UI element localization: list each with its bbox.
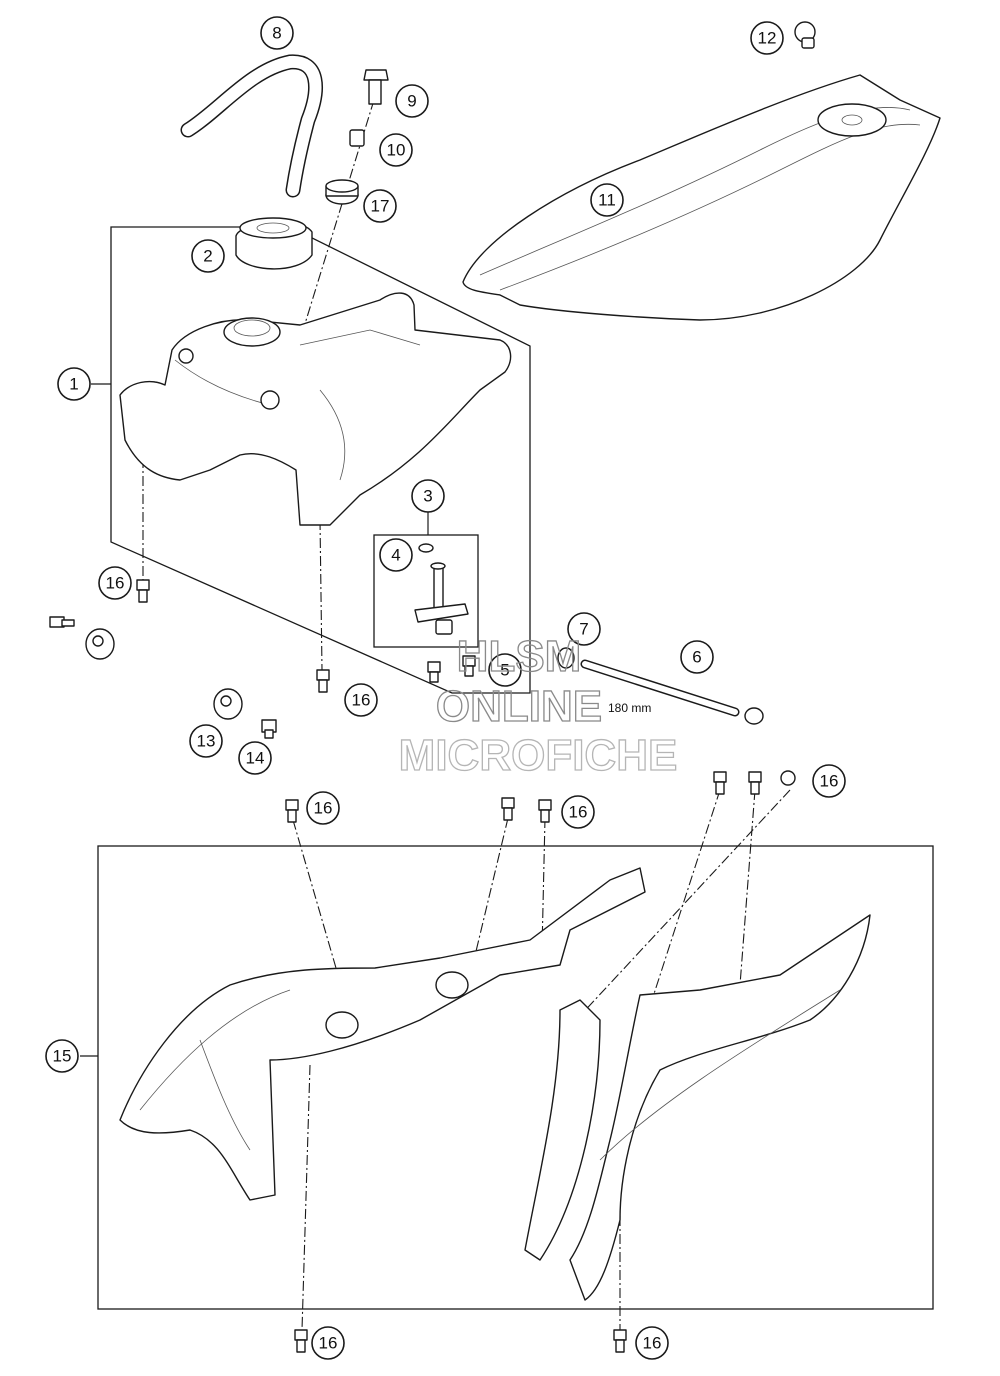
svg-text:16: 16: [106, 574, 125, 593]
svg-text:2: 2: [203, 247, 212, 266]
callout-10: 10: [379, 133, 413, 167]
svg-text:16: 16: [314, 799, 333, 818]
tank-fixings: [49, 616, 476, 739]
side-cover-assembly-frame: [97, 845, 934, 1310]
right-side-cover: [524, 914, 871, 1301]
callout-12: 12: [750, 21, 784, 55]
svg-text:4: 4: [391, 546, 400, 565]
svg-text:3: 3: [423, 487, 432, 506]
callout-16-b: 16: [344, 683, 378, 717]
callout-16-d: 16: [561, 795, 595, 829]
svg-text:16: 16: [643, 1334, 662, 1353]
callout-11: 11: [590, 183, 624, 217]
callout-7: 7: [567, 612, 601, 646]
hose-length-label: 180 mm: [608, 701, 651, 715]
svg-text:7: 7: [579, 620, 588, 639]
fuel-cap: [235, 217, 313, 270]
callout-5: 5: [488, 653, 522, 687]
callout-13: 13: [189, 724, 223, 758]
seat-fastener: [794, 21, 816, 49]
svg-text:5: 5: [500, 661, 509, 680]
svg-text:17: 17: [371, 197, 390, 216]
watermark: HLSM ONLINE MICROFICHE: [398, 631, 678, 780]
callout-17: 17: [363, 189, 397, 223]
callout-16-g: 16: [635, 1326, 669, 1360]
callout-16-e: 16: [812, 764, 846, 798]
svg-text:HLSM: HLSM: [457, 632, 582, 681]
tank-mount-hardware: [325, 69, 389, 205]
svg-text:16: 16: [319, 1334, 338, 1353]
assembly-lines: [142, 99, 791, 1331]
svg-text:6: 6: [692, 648, 701, 667]
svg-text:9: 9: [407, 92, 416, 111]
callout-3: 3: [411, 479, 445, 513]
callout-16-c: 16: [306, 791, 340, 825]
svg-text:16: 16: [820, 772, 839, 791]
left-side-cover: [119, 867, 646, 1201]
callout-6: 6: [680, 640, 714, 674]
svg-text:8: 8: [272, 24, 281, 43]
seat: [462, 74, 941, 321]
callout-16-f: 16: [311, 1326, 345, 1360]
callout-15: 15: [45, 1039, 79, 1073]
fuel-tap-assembly-frame: [373, 534, 479, 648]
fuel-tap: [414, 543, 469, 635]
svg-text:16: 16: [569, 803, 588, 822]
fuel-hose: 180 mm: [557, 647, 764, 725]
callout-9: 9: [395, 84, 429, 118]
svg-text:ONLINE: ONLINE: [436, 682, 602, 731]
callout-1: 1: [57, 367, 91, 401]
svg-text:11: 11: [598, 191, 616, 210]
svg-text:13: 13: [197, 732, 216, 751]
fuel-tank: [119, 292, 512, 526]
svg-text:16: 16: [352, 691, 371, 710]
svg-text:12: 12: [758, 29, 777, 48]
callout-2: 2: [191, 239, 225, 273]
svg-text:MICROFICHE: MICROFICHE: [399, 731, 678, 780]
svg-text:14: 14: [246, 749, 265, 768]
leader-lines: [80, 383, 429, 1057]
callout-14: 14: [238, 741, 272, 775]
breather-hose: [180, 54, 323, 198]
callout-16-a: 16: [98, 566, 132, 600]
svg-text:10: 10: [387, 141, 406, 160]
side-cover-screws: [136, 579, 796, 1353]
svg-text:15: 15: [53, 1047, 72, 1066]
callout-4: 4: [379, 538, 413, 572]
svg-text:1: 1: [69, 375, 78, 394]
callout-8: 8: [260, 16, 294, 50]
